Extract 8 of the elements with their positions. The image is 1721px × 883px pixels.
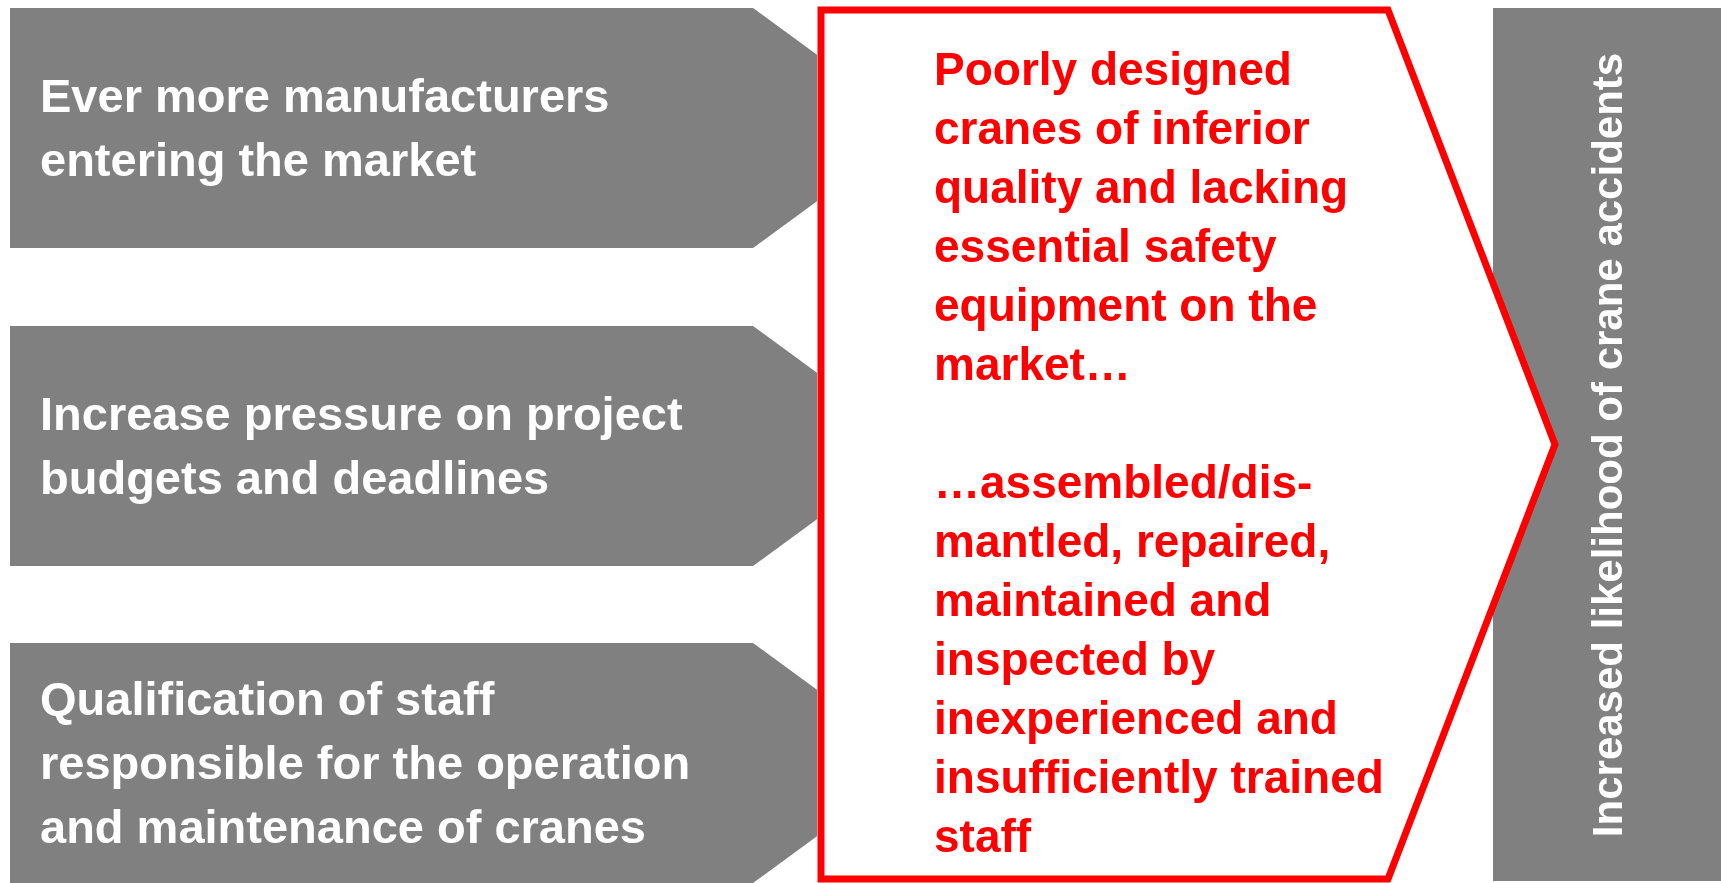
pentagon-arrow-shape [817, 6, 1560, 883]
result-text: Increased likelihood of crane accidents [1583, 52, 1632, 837]
cause-text: Increase pressure on project budgets and deadlines [40, 386, 684, 506]
cause-text: Ever more manufacturers entering the market [40, 68, 611, 188]
effect-text: Poorly designed cranes of inferior quality and lacking essential safety equipment on the market… [934, 42, 1350, 392]
result-bar [1493, 8, 1721, 881]
effect-text: …assembled/dis- mantled, repaired, maintained and inspected by inexperienced and insufficiently trained staff [934, 455, 1384, 864]
cause-text: Qualification of staff responsible for the operation and maintenance of cranes [40, 671, 692, 855]
